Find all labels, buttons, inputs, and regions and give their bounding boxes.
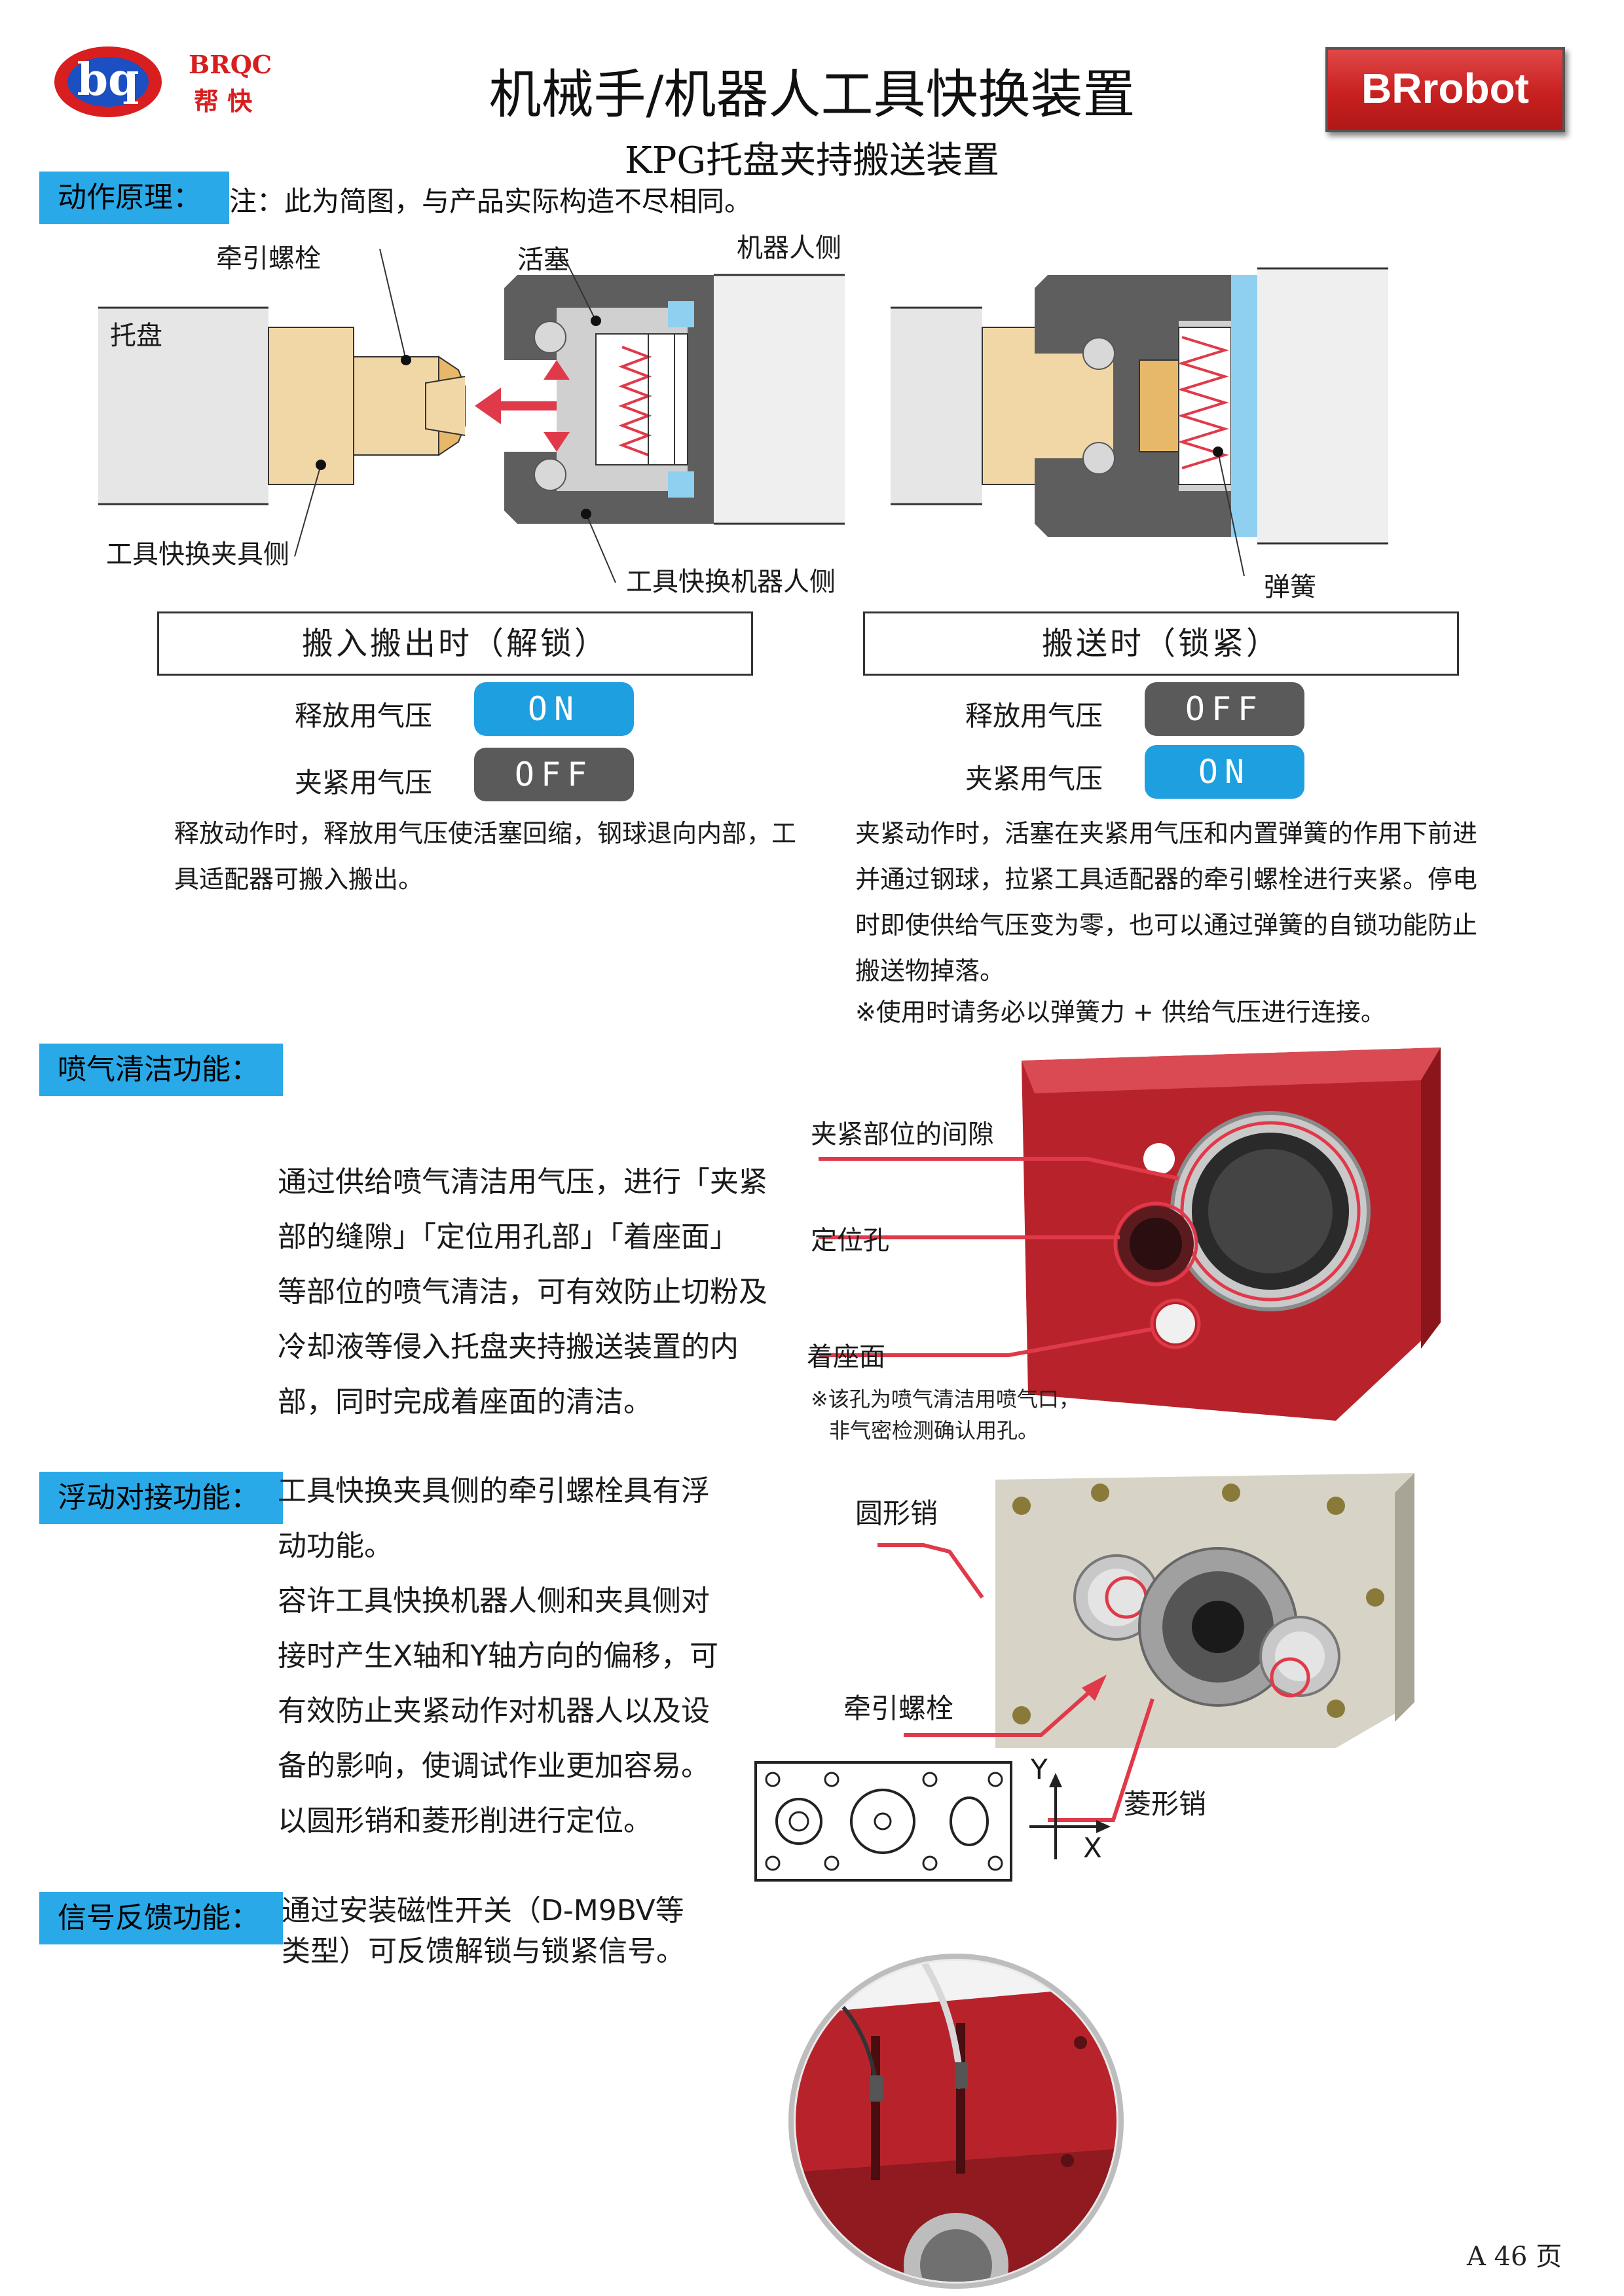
section-tag-principle: 动作原理： [39,172,229,224]
brand-chinese: 帮 快 [194,86,253,116]
logo-letters: bq [77,54,139,106]
lock-desc-line-5: ※使用时请务必以弹簧力 + 供给气压进行连接。 [855,998,1386,1027]
callout-seating-face: 着座面 [807,1342,885,1372]
lock-description: 夹紧动作时，活塞在夹紧用气压和内置弹簧的作用下前进 并通过钢球，拉紧工具适配器的… [855,811,1562,1030]
lock-diagram [891,262,1585,602]
label-piston: 活塞 [517,245,570,275]
label-pull-bolt: 牵引螺栓 [216,244,321,274]
principle-note: 注：此为简图，与产品实际构造不尽相同。 [229,185,752,217]
signal-text: 通过安装磁性开关（D-M9BV等 类型）可反馈解锁与锁紧信号。 [282,1891,753,1972]
unlock-release-label: 释放用气压 [295,700,433,732]
page-subtitle: KPG托盘夹持搬送装置 [624,139,1000,182]
page-title: 机械手/机器人工具快换装置 [489,64,1135,125]
callout-clamp-gap: 夹紧部位的间隙 [811,1120,994,1150]
lock-release-status: OFF [1145,682,1304,736]
airblow-line-1: 通过供给喷气清洁用气压，进行「夹紧 [278,1165,767,1199]
airblow-text: 通过供给喷气清洁用气压，进行「夹紧 部的缝隙」「定位用孔部」「着座面」 等部位的… [278,1155,815,1430]
signal-line-2: 类型）可反馈解锁与锁紧信号。 [282,1935,685,1968]
unlock-desc-line-1: 释放动作时，释放用气压使活塞回缩，钢球退向内部，工 [174,819,797,848]
unlock-desc-line-2: 具适配器可搬入搬出。 [174,865,424,894]
airblow-note-line-2: 非气密检测确认用孔。 [829,1418,1039,1443]
airblow-line-2: 部的缝隙」「定位用孔部」「着座面」 [278,1220,739,1254]
floating-line-6: 备的影响，使调试作业更加容易。 [278,1749,710,1783]
floating-line-7: 以圆形销和菱形削进行定位。 [278,1804,652,1838]
airblow-note-line-1: ※该孔为喷气清洁用喷气口， [811,1387,1080,1412]
floating-line-3: 容许工具快换机器人侧和夹具侧对 [278,1584,710,1618]
label-tool-fixture-side: 工具快换夹具侧 [106,539,289,570]
unlock-diagram [98,216,851,596]
xy-axis-graphic [1029,1761,1121,1872]
brand-name: BRQC [189,50,272,79]
floating-text: 工具快换夹具侧的牵引螺栓具有浮 动功能。 容许工具快换机器人侧和夹具侧对 接时产… [278,1464,749,1849]
airblow-line-5: 部，同时完成着座面的清洁。 [278,1385,652,1419]
lock-desc-line-2: 并通过钢球，拉紧工具适配器的牵引螺栓进行夹紧。停电 [855,865,1478,894]
callout-pull-bolt: 牵引螺栓 [843,1692,954,1724]
callout-diamond-pin: 菱形销 [1124,1788,1207,1820]
pin-layout-drawing [753,1760,1015,1884]
airblow-product-photo [812,1041,1467,1447]
lock-release-label: 释放用气压 [965,700,1103,732]
unlock-state-title: 搬入搬出时（解锁） [157,611,753,676]
unlock-description: 释放动作时，释放用气压使活塞回缩，钢球退向内部，工 具适配器可搬入搬出。 [174,811,836,902]
brrobot-badge: BRrobot [1325,47,1565,132]
section-tag-airblow: 喷气清洁功能： [39,1044,283,1096]
unlock-clamp-label: 夹紧用气压 [295,767,433,799]
axis-y-label: Y [1031,1753,1048,1785]
floating-line-2: 动功能。 [278,1529,393,1563]
page-number: A 46 页 [1467,2242,1562,2272]
lock-desc-line-3: 时即使供给气压变为零，也可以通过弹簧的自锁功能防止 [855,911,1478,939]
airblow-line-4: 冷却液等侵入托盘夹持搬送装置的内 [278,1330,739,1364]
lock-desc-line-4: 搬送物掉落。 [855,957,1005,985]
signal-line-1: 通过安装磁性开关（D-M9BV等 [282,1894,684,1927]
callout-round-pin: 圆形销 [855,1497,938,1529]
callout-locating-hole: 定位孔 [811,1226,889,1256]
label-pallet: 托盘 [110,321,162,351]
unlock-release-status: ON [474,682,634,736]
lock-clamp-label: 夹紧用气压 [965,763,1103,795]
brand-logo: bq [52,45,164,120]
label-robot-side: 机器人侧 [737,233,841,263]
lock-desc-line-1: 夹紧动作时，活塞在夹紧用气压和内置弹簧的作用下前进 [855,819,1478,848]
floating-line-5: 有效防止夹紧动作对机器人以及设 [278,1694,710,1728]
unlock-clamp-status: OFF [474,748,634,801]
label-tool-robot-side: 工具快换机器人侧 [626,567,836,597]
signal-product-photo [773,1938,1139,2291]
lock-clamp-status: ON [1145,745,1304,799]
airblow-line-3: 等部位的喷气清洁，可有效防止切粉及 [278,1275,767,1309]
label-spring: 弹簧 [1264,572,1316,602]
floating-line-4: 接时产生X轴和Y轴方向的偏移，可 [278,1639,719,1673]
section-tag-floating: 浮动对接功能： [39,1472,283,1524]
axis-x-label: X [1083,1832,1102,1864]
floating-product-photo [825,1467,1480,1846]
floating-line-1: 工具快换夹具侧的牵引螺栓具有浮 [278,1474,710,1508]
lock-state-title: 搬送时（锁紧） [863,611,1459,676]
section-tag-signal: 信号反馈功能： [39,1892,283,1944]
badge-text: BRrobot [1361,65,1529,112]
